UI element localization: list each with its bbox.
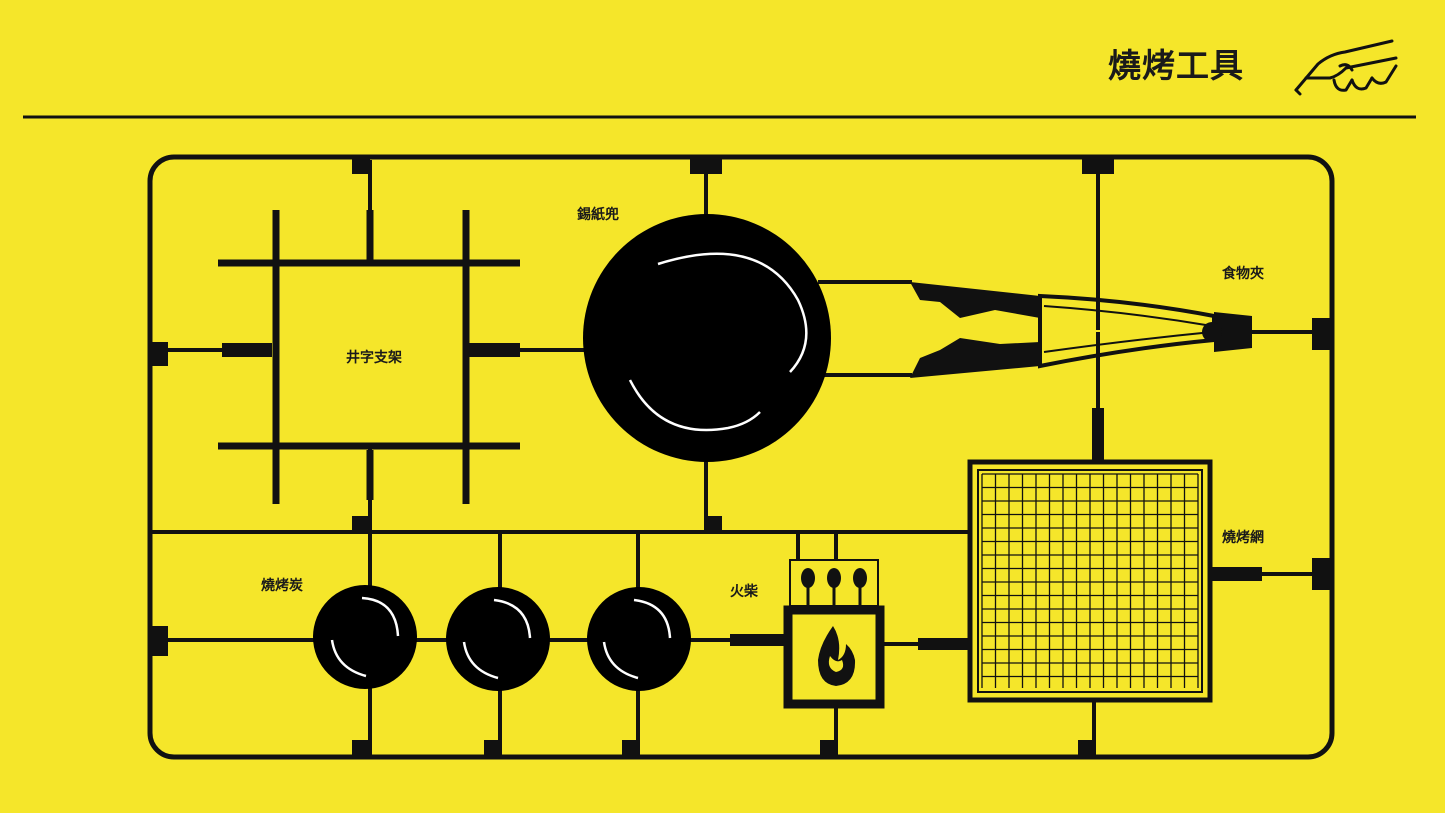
foil-bowl-part xyxy=(583,214,831,462)
charcoal-part-1 xyxy=(313,585,417,689)
foil-bowl-label: 錫紙兜 xyxy=(577,207,619,223)
matches-label: 火柴 xyxy=(730,584,758,600)
sprue-frame xyxy=(147,154,1335,760)
tongs-label: 食物夾 xyxy=(1222,266,1264,282)
charcoal-part-3 xyxy=(587,587,691,691)
charcoal-label: 燒烤炭 xyxy=(261,578,303,594)
grill-stand-part xyxy=(218,210,520,504)
grill-net-label: 燒烤網 xyxy=(1222,530,1264,546)
matches-part xyxy=(783,559,885,709)
flame-icon xyxy=(818,626,856,686)
page-title: 燒烤工具 xyxy=(1108,46,1244,85)
tongs-part xyxy=(910,282,1252,378)
sprue-gates xyxy=(152,158,1330,756)
pointing-hand-icon xyxy=(1294,39,1398,96)
charcoal-part-2 xyxy=(446,587,550,691)
grill-stand-label: 井字支架 xyxy=(346,350,402,366)
grill-net-part xyxy=(967,459,1213,703)
